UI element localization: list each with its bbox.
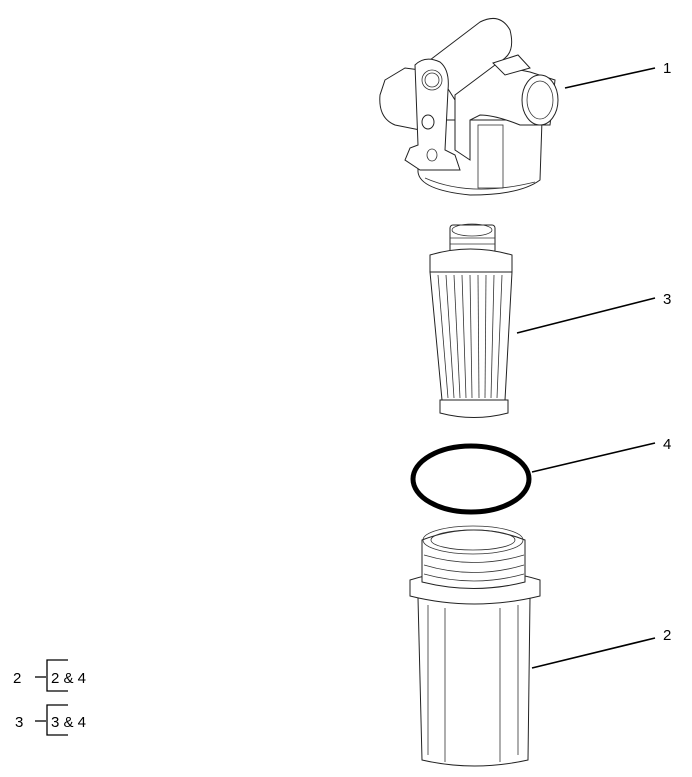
leader-line-4 — [531, 442, 656, 473]
filter-bowl-part — [409, 525, 541, 767]
legend-item: 2 — [13, 670, 21, 687]
filter-element-part — [429, 223, 513, 418]
callout-1: 1 — [663, 60, 671, 77]
leader-line-2 — [531, 637, 656, 669]
o-ring-part — [410, 443, 532, 515]
leader-line-1 — [564, 67, 656, 89]
filter-head-part — [379, 17, 559, 196]
callout-4: 4 — [663, 436, 671, 453]
legend-row-3: 3 3 & 4 — [15, 704, 86, 736]
legend-item: 3 — [15, 714, 23, 731]
callout-2: 2 — [663, 627, 671, 644]
callout-3: 3 — [663, 291, 671, 308]
legend-row-2: 2 2 & 4 — [13, 659, 86, 692]
legend-includes: 2 & 4 — [51, 670, 86, 687]
leader-line-3 — [516, 297, 656, 334]
legend-includes: 3 & 4 — [51, 714, 86, 731]
